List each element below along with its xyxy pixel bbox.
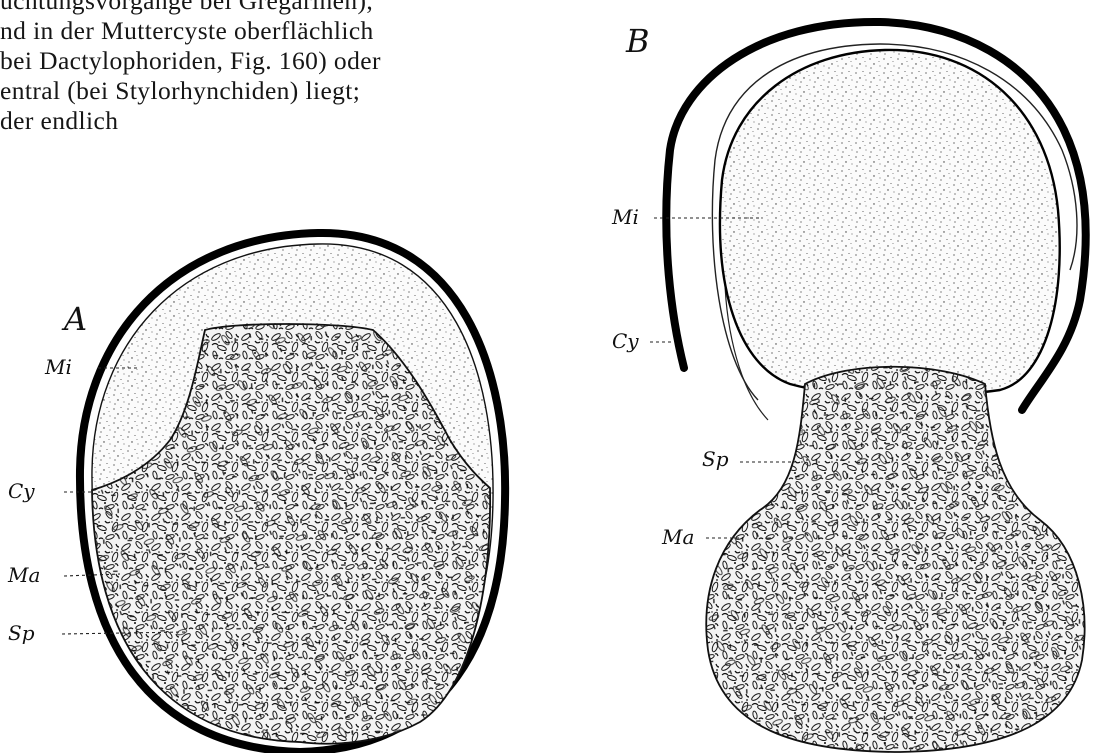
figure-b-letter: B xyxy=(625,22,650,60)
figure-a: A Mi Cy Ma Sp xyxy=(7,233,505,752)
figure-b-label-sp: Sp xyxy=(702,447,729,471)
figure-b-label-mi: Mi xyxy=(611,205,639,229)
figure-a-label-sp: Sp xyxy=(8,621,35,645)
figure-b-label-cy: Cy xyxy=(612,329,639,353)
figure-a-label-ma: Ma xyxy=(7,563,40,587)
figure-a-label-cy: Cy xyxy=(8,479,35,503)
figure-a-letter: A xyxy=(61,300,87,338)
figure-b: B Mi Cy Sp Ma xyxy=(611,22,1086,752)
figure-b-label-ma: Ma xyxy=(661,525,694,549)
figure-a-label-mi: Mi xyxy=(44,355,72,379)
